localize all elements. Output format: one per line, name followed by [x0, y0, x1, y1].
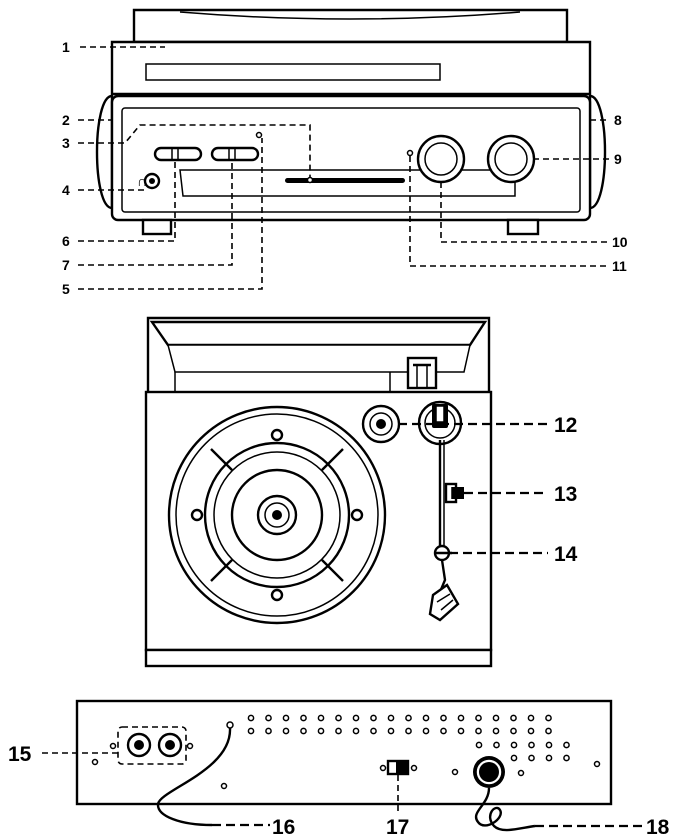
callout-1: 1 — [62, 39, 70, 55]
cartridge — [428, 583, 460, 622]
vent-hole — [510, 714, 517, 722]
callout-12: 12 — [554, 414, 577, 437]
right-side-pod — [588, 94, 607, 210]
vent-hole — [457, 714, 465, 722]
vent-hole — [352, 714, 360, 722]
callout-15: 15 — [8, 743, 32, 766]
vent-hole — [282, 727, 290, 735]
vent-hole — [387, 727, 395, 735]
callout-4: 4 — [62, 182, 70, 198]
vent-hole — [563, 754, 570, 762]
lid-top — [132, 8, 569, 44]
vent-hole — [370, 714, 377, 722]
front-trim-line — [179, 169, 516, 197]
spindle — [272, 510, 282, 520]
vent-hole — [528, 754, 535, 762]
vent-hole — [475, 741, 483, 749]
vent-hole — [335, 714, 342, 722]
indicator-5 — [255, 131, 263, 139]
lid-window — [145, 63, 441, 81]
vent-hole — [352, 727, 360, 735]
indicator-11 — [406, 149, 414, 157]
vent-hole — [265, 714, 272, 722]
vent-hole — [492, 714, 500, 722]
vent-hole — [528, 741, 535, 749]
vent-hole — [335, 727, 342, 735]
vent-hole — [370, 727, 377, 735]
lid-hinge — [406, 356, 438, 390]
vent-hole — [510, 727, 517, 735]
vent-hole — [545, 727, 552, 735]
front-panel — [121, 107, 581, 213]
callout-11: 11 — [612, 258, 627, 274]
callout-13: 13 — [554, 483, 577, 506]
vent-hole — [300, 714, 307, 722]
rear-view: 15 16 17 18 — [8, 699, 670, 838]
vent-hole — [440, 714, 447, 722]
lid-curve — [179, 11, 521, 20]
callout-8: 8 — [614, 112, 622, 128]
center-slot — [285, 178, 405, 183]
vent-hole — [247, 727, 255, 735]
vent-hole — [422, 727, 430, 735]
vent-hole — [475, 727, 482, 735]
vent-hole — [475, 714, 482, 722]
vent-hole — [457, 727, 465, 735]
ground-wire-anchor — [226, 721, 234, 729]
left-foot — [141, 218, 173, 236]
rca-output-box — [117, 726, 187, 765]
callout-2: 2 — [62, 112, 70, 128]
vent-hole — [527, 714, 535, 722]
vent-hole — [265, 727, 272, 735]
power-cord — [474, 787, 536, 832]
callout-18: 18 — [646, 816, 670, 838]
vent-hole — [387, 714, 395, 722]
left-side-pod — [95, 94, 114, 210]
vent-hole — [510, 754, 518, 762]
front-view: ∩ 1 2 3 4 6 7 5 8 9 — [62, 8, 628, 297]
base-front-edge — [144, 648, 493, 668]
callout-14: 14 — [554, 543, 578, 566]
vent-hole — [405, 727, 412, 735]
vent-hole — [282, 714, 290, 722]
ground-wire — [156, 727, 232, 827]
callout-17: 17 — [386, 816, 409, 838]
callout-3: 3 — [62, 135, 70, 151]
callout-16: 16 — [272, 816, 295, 838]
vent-holes — [247, 714, 570, 762]
callout-7: 7 — [62, 257, 70, 273]
headphone-icon: ∩ — [137, 173, 147, 189]
vent-hole — [545, 714, 552, 722]
vent-hole — [300, 727, 307, 735]
vent-hole — [405, 714, 412, 722]
callout-10: 10 — [612, 234, 628, 250]
vent-hole — [422, 714, 430, 722]
vent-hole — [527, 727, 535, 735]
callout-9: 9 — [614, 151, 622, 167]
vent-hole — [545, 741, 553, 749]
vent-hole — [440, 727, 447, 735]
vent-hole — [492, 727, 500, 735]
vent-hole — [493, 741, 500, 749]
vent-hole — [317, 714, 325, 722]
top-view: 12 13 14 — [144, 316, 578, 668]
vent-hole — [247, 714, 255, 722]
vent-hole — [545, 754, 553, 762]
vent-hole — [510, 741, 518, 749]
callout-6: 6 — [62, 233, 70, 249]
vent-hole — [317, 727, 325, 735]
callout-5: 5 — [62, 281, 70, 297]
vent-hole — [563, 741, 570, 749]
right-foot — [506, 218, 540, 236]
